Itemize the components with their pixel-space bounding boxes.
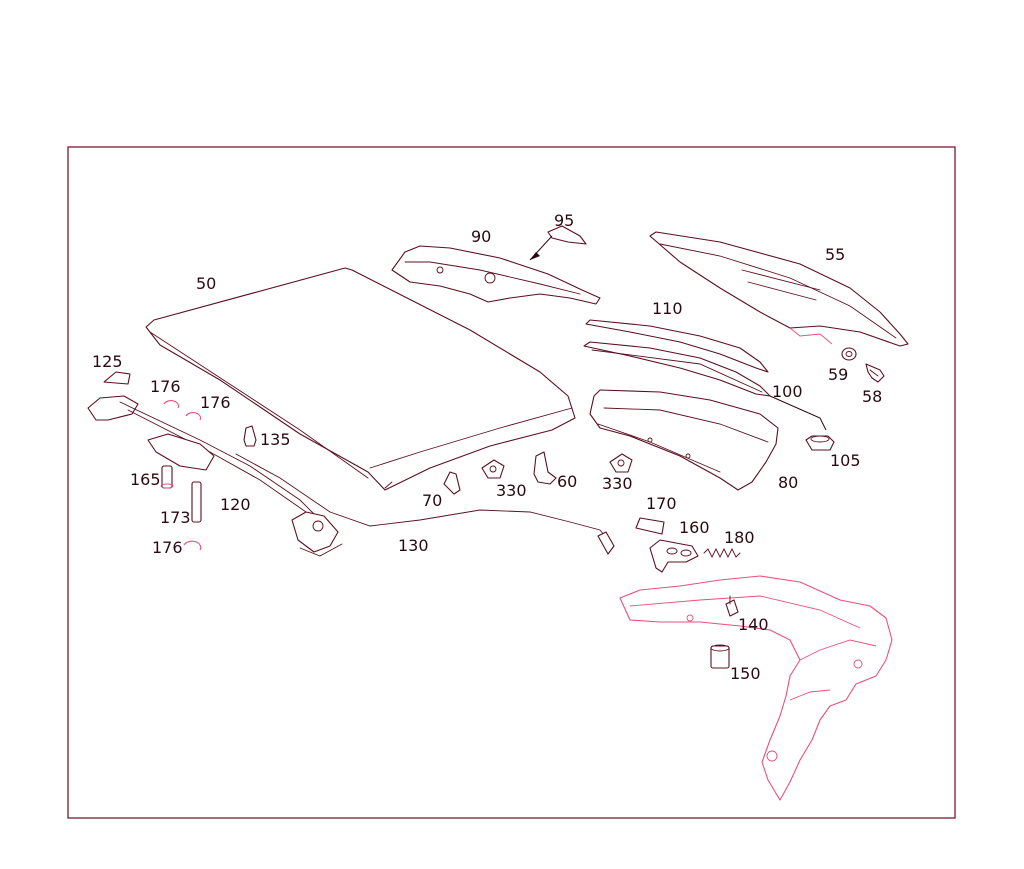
part-135-clip[interactable] <box>243 425 257 447</box>
callout-90: 90 <box>471 227 491 246</box>
callout-55: 55 <box>825 245 845 264</box>
callout-50: 50 <box>196 274 216 293</box>
part-160-bracket[interactable] <box>649 539 699 573</box>
part-176-clip-c[interactable] <box>183 540 202 551</box>
callout-70: 70 <box>422 491 442 510</box>
part-176-clip-b[interactable] <box>185 412 202 421</box>
part-130-cable[interactable] <box>235 453 615 555</box>
callout-125: 125 <box>92 352 123 371</box>
callout-100: 100 <box>772 382 803 401</box>
callout-176a: 176 <box>150 377 181 396</box>
part-140-bolt[interactable] <box>725 595 739 617</box>
part-330-nut-b[interactable] <box>609 453 633 473</box>
callout-60: 60 <box>557 472 577 491</box>
callout-160: 160 <box>679 518 710 537</box>
callout-95: 95 <box>554 211 574 230</box>
part-95-clip[interactable] <box>529 225 587 261</box>
callout-130: 130 <box>398 536 429 555</box>
callout-170: 170 <box>646 494 677 513</box>
part-55-rear-glass[interactable] <box>649 231 909 347</box>
part-330-nut-a[interactable] <box>481 459 505 479</box>
callout-330a: 330 <box>496 481 527 500</box>
part-125-cap[interactable] <box>103 371 131 385</box>
callout-135: 135 <box>260 430 291 449</box>
callout-58: 58 <box>862 387 882 406</box>
callout-165: 165 <box>130 470 161 489</box>
callout-140: 140 <box>738 615 769 634</box>
callout-173: 173 <box>160 508 191 527</box>
callout-110: 110 <box>652 299 683 318</box>
roof-frame-assembly[interactable] <box>619 575 893 801</box>
part-180-spring[interactable] <box>703 547 741 559</box>
part-105-bushing[interactable] <box>805 435 835 451</box>
part-70-clip[interactable] <box>443 471 461 495</box>
part-90-bracket[interactable] <box>391 245 601 305</box>
callout-105: 105 <box>830 451 861 470</box>
part-176-clip-a[interactable] <box>163 400 180 409</box>
callout-150: 150 <box>730 664 761 683</box>
callout-330b: 330 <box>602 474 633 493</box>
part-173-rod[interactable] <box>191 481 202 523</box>
part-50-roof-panel[interactable] <box>145 267 576 491</box>
diagram-frame <box>67 146 956 819</box>
callout-120: 120 <box>220 495 251 514</box>
part-60-bracket[interactable] <box>533 451 557 485</box>
callout-180: 180 <box>724 528 755 547</box>
callout-176b: 176 <box>200 393 231 412</box>
part-58-screw[interactable] <box>865 363 885 383</box>
callout-59: 59 <box>828 365 848 384</box>
part-170-plate[interactable] <box>635 517 665 535</box>
part-59-washer[interactable] <box>841 347 857 361</box>
part-110-seal-strip[interactable] <box>585 319 769 373</box>
part-80-trim-panel[interactable] <box>589 389 779 491</box>
part-120-linkage[interactable] <box>87 395 343 557</box>
part-150-bushing[interactable] <box>710 644 730 669</box>
part-100-seal-strip[interactable] <box>583 341 827 431</box>
callout-80: 80 <box>778 473 798 492</box>
callout-176c: 176 <box>152 538 183 557</box>
part-165-pin[interactable] <box>160 465 174 489</box>
